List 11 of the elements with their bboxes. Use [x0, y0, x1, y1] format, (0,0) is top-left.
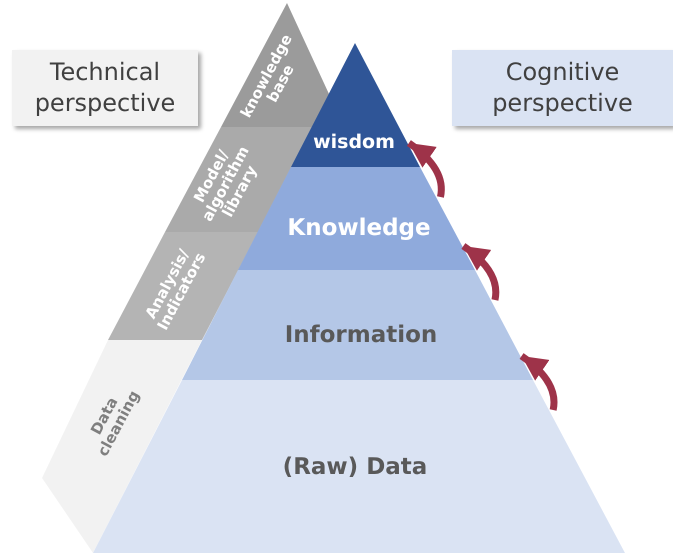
curved-arrow [461, 243, 500, 301]
side-band-segment [42, 340, 202, 553]
side-band-segment [108, 232, 258, 340]
layer-label: (Raw) Data [282, 454, 428, 480]
layer-label: Information [284, 322, 438, 348]
side-band-segment [221, 3, 329, 127]
curved-arrow [406, 140, 445, 198]
layer-label: Knowledge [287, 215, 431, 241]
layer-label: wisdom [313, 131, 395, 153]
perspective-label: Cognitive perspective [452, 50, 673, 126]
perspective-label: Technical perspective [12, 50, 198, 126]
